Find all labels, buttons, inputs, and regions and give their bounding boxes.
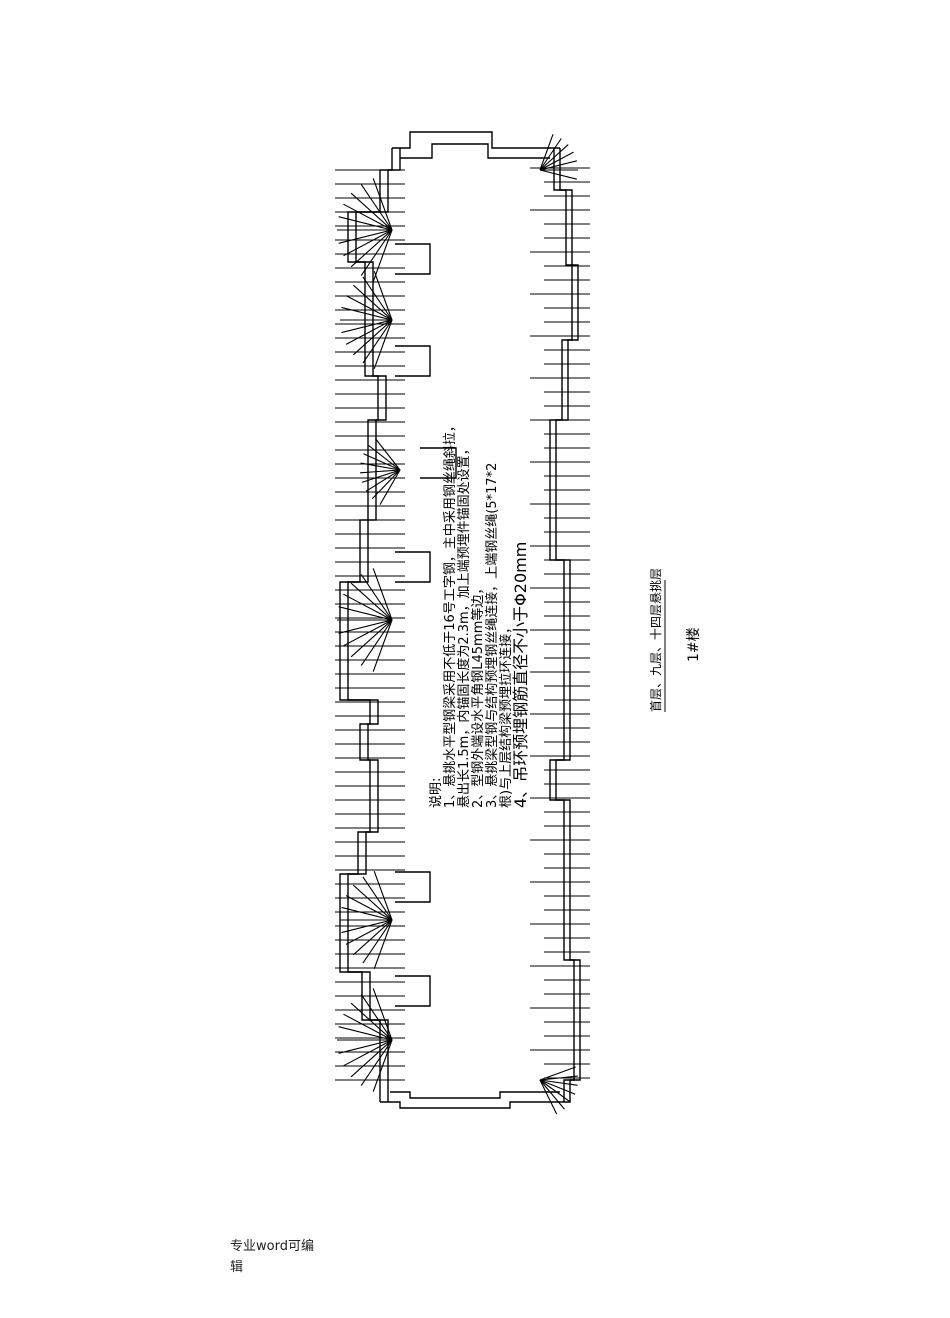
- fan-beam: [360, 619, 393, 666]
- north-wall: [392, 131, 560, 149]
- fan-beam: [360, 184, 393, 231]
- note-line-6: 4、吊环预埋钢筋直径不小于Φ20mm: [511, 542, 530, 808]
- fan-beam: [343, 1013, 393, 1041]
- balcony-bay: [420, 447, 457, 479]
- fan-beam: [352, 284, 393, 321]
- fan-beam: [345, 919, 393, 945]
- balcony-bay: [395, 243, 431, 275]
- fan-beam: [373, 870, 393, 921]
- fan-beam: [362, 876, 393, 921]
- fan-beam: [345, 295, 393, 321]
- design-notes: 说明: 1、悬挑水平型钢梁采用不低于16号工字钢，主中采用钢丝绳斜拉， 悬出长1…: [429, 419, 530, 808]
- fan-beam: [345, 895, 393, 921]
- fan-beam: [338, 1026, 393, 1041]
- footer-line-2: 辑: [230, 1260, 244, 1275]
- fan-beam: [372, 568, 393, 621]
- balcony-bay: [395, 345, 431, 377]
- cantilever-beams: [335, 134, 590, 1115]
- fan-beam: [350, 229, 393, 268]
- fan-beam: [539, 1066, 576, 1081]
- fan-beam: [350, 1002, 393, 1041]
- fan-beam: [372, 1039, 393, 1092]
- fan-beam: [338, 606, 393, 621]
- east-wall-outer: [555, 148, 581, 1102]
- fan-beam: [338, 1039, 393, 1054]
- fan-beam: [539, 1079, 558, 1115]
- fan-beam: [338, 229, 393, 244]
- fan-beam: [341, 319, 393, 334]
- fan-beam: [343, 1039, 393, 1067]
- fan-beam: [343, 229, 393, 257]
- fan-beam: [539, 1079, 578, 1086]
- balcony-bay: [395, 975, 431, 1007]
- fan-beam: [539, 160, 578, 171]
- balcony-bay: [395, 871, 431, 903]
- fan-beam: [373, 919, 393, 970]
- note-line-2: 悬出长1.5m，内锚固长度为2.3m，加上端预埋件锚固处设置，: [456, 442, 472, 808]
- note-line-3: 2、型钢外端设水平角钢L45mm等边，: [470, 582, 486, 808]
- south-wall-inner: [390, 1091, 560, 1099]
- fan-beam: [352, 884, 393, 921]
- balcony-bay: [395, 551, 431, 583]
- note-line-5: 根)与上层结构梁预埋拉环连接，: [498, 621, 514, 808]
- fan-beam: [350, 1039, 393, 1078]
- fan-beam: [338, 216, 393, 231]
- fan-beam: [341, 906, 393, 921]
- fan-beam: [373, 319, 393, 370]
- fan-beam: [350, 582, 393, 621]
- fan-beam: [360, 574, 393, 621]
- fan-beam: [352, 319, 393, 356]
- fan-beam: [539, 169, 578, 180]
- fan-beam: [539, 151, 574, 171]
- fan-beam: [360, 229, 393, 276]
- fan-beam: [350, 619, 393, 658]
- fan-beam: [539, 134, 554, 171]
- drawing-subtitle: 1#楼: [686, 627, 702, 662]
- fan-beam: [372, 178, 393, 231]
- fan-beam: [379, 469, 401, 505]
- notes-heading: 说明:: [429, 778, 444, 808]
- fan-beam: [360, 462, 401, 471]
- fan-beam: [374, 438, 401, 471]
- fan-beam: [368, 444, 401, 471]
- fan-beam: [360, 994, 393, 1041]
- fan-beam: [539, 1075, 578, 1081]
- fan-beam: [362, 919, 393, 964]
- fan-beam: [539, 1079, 572, 1103]
- footer-line-1: 专业word可编: [230, 1239, 314, 1254]
- fan-beam: [373, 270, 393, 321]
- fan-beam: [539, 1079, 565, 1110]
- fan-beam: [338, 619, 393, 634]
- drawing-title: 首层、九层、十四层悬挑层 1#楼: [649, 568, 702, 712]
- fan-beam: [372, 229, 393, 282]
- note-line-1: 1、悬挑水平型钢梁采用不低于16号工字钢，主中采用钢丝绳斜拉，: [443, 419, 458, 808]
- south-wall: [380, 1101, 570, 1109]
- footer-note: 专业word可编 辑: [230, 1236, 314, 1278]
- fan-beam: [343, 593, 393, 621]
- note-line-4: 3、悬挑梁型钢与结构预埋钢丝绳连接，上端钢丝绳(5*17*2: [484, 463, 500, 808]
- fan-beam: [343, 619, 393, 647]
- fan-beam: [345, 319, 393, 345]
- fan-beam: [343, 203, 393, 231]
- fan-beam: [371, 469, 401, 500]
- fan-beam: [539, 138, 562, 171]
- fan-beam: [372, 988, 393, 1041]
- fan-beam: [341, 919, 393, 934]
- fan-beam: [360, 1039, 393, 1086]
- fan-beam: [372, 619, 393, 672]
- fan-beam: [361, 469, 401, 483]
- north-wall-inner: [400, 143, 550, 159]
- fan-beam: [365, 469, 401, 492]
- fan-beam: [352, 919, 393, 956]
- fan-beam: [341, 306, 393, 321]
- drawing-title-text: 首层、九层、十四层悬挑层: [649, 568, 663, 712]
- fan-beam: [363, 453, 401, 471]
- fan-beam: [539, 1079, 576, 1095]
- fan-beam: [360, 469, 401, 474]
- fan-beam: [362, 276, 393, 321]
- fan-beam: [350, 192, 393, 231]
- fan-beam: [539, 144, 569, 171]
- fan-beam: [362, 319, 393, 364]
